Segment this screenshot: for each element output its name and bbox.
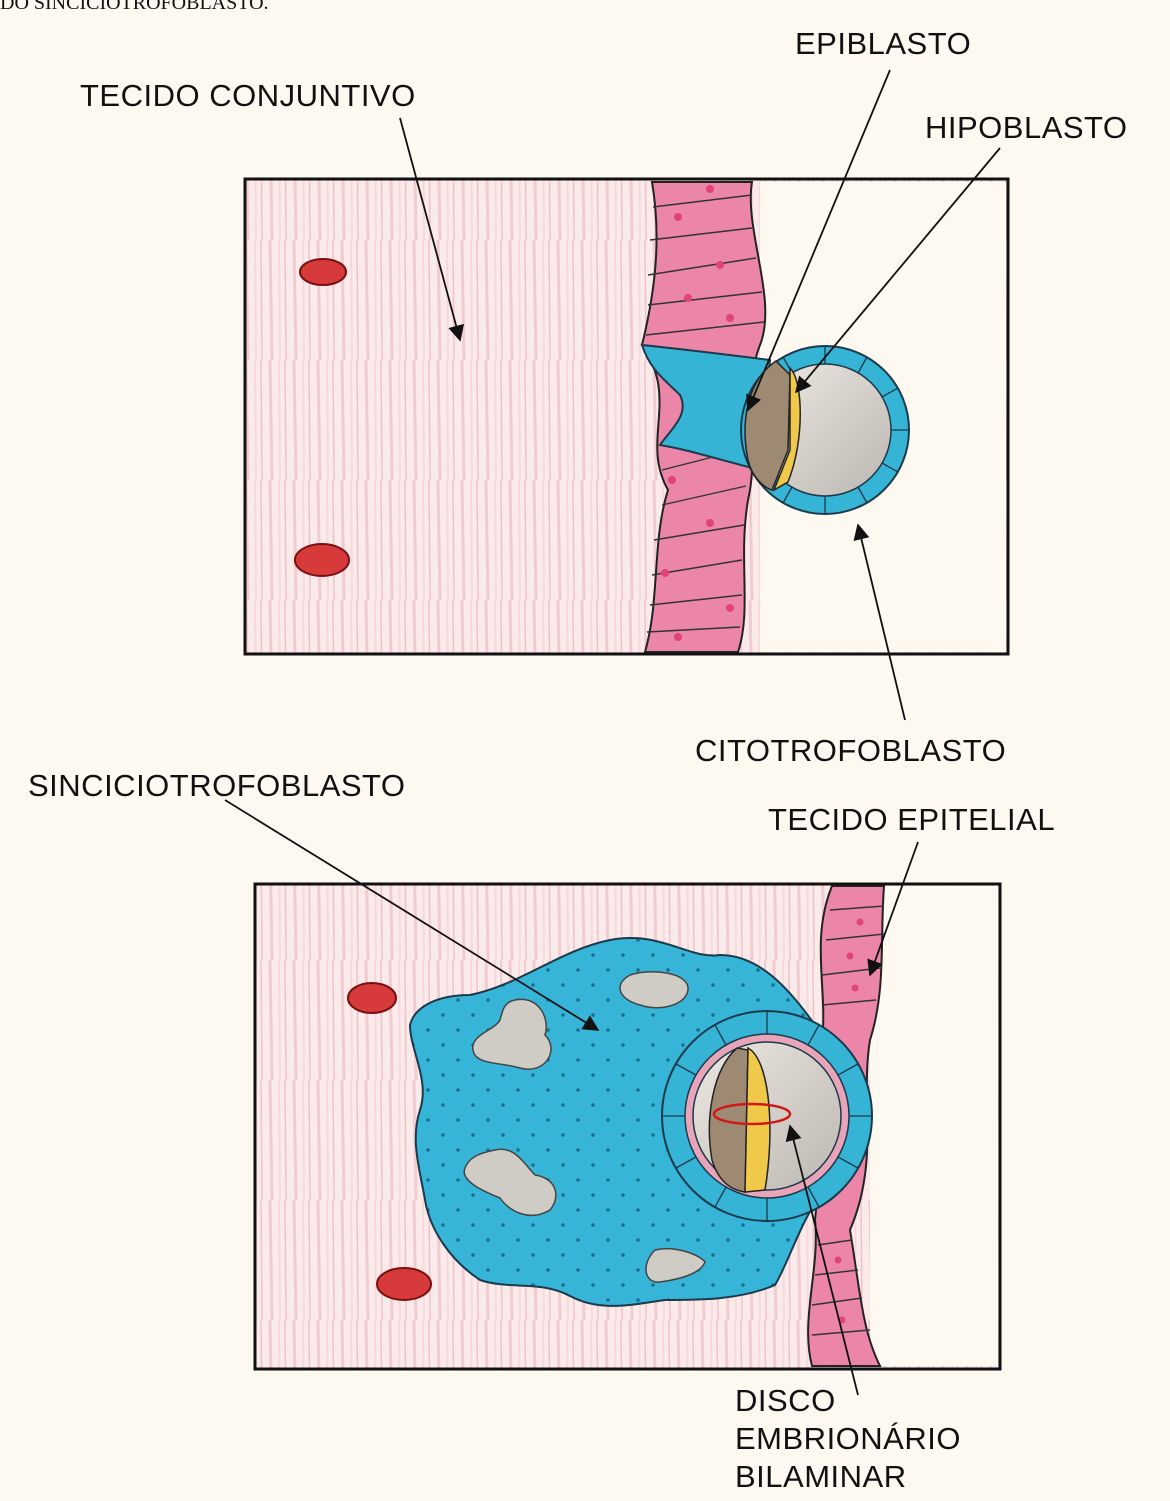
label-disco-embrionario-bilaminar: DISCO EMBRIONÁRIO BILAMINAR	[735, 1382, 961, 1495]
bottom-uterine-lumen	[870, 886, 998, 1366]
top-blood-cell-2	[295, 544, 349, 576]
label-tecido-epitelial: TECIDO EPITELIAL	[768, 802, 1055, 838]
top-panel	[245, 179, 1008, 654]
bottom-panel	[255, 884, 1000, 1369]
label-tecido-conjuntivo: TECIDO CONJUNTIVO	[80, 78, 416, 114]
label-sinciciotrofoblasto: SINCICIOTROFOBLASTO	[28, 768, 406, 804]
label-hipoblasto: HIPOBLASTO	[925, 110, 1128, 146]
top-blood-cell-1	[300, 259, 346, 285]
bottom-blood-cell-1	[348, 983, 396, 1013]
label-citotrofoblasto: CITOTROFOBLASTO	[695, 733, 1006, 769]
label-disco-line-1: DISCO	[735, 1382, 961, 1420]
label-epiblasto: EPIBLASTO	[795, 26, 971, 62]
label-disco-line-2: EMBRIONÁRIO	[735, 1420, 961, 1458]
bottom-blood-cell-2	[377, 1268, 431, 1300]
label-disco-line-3: BILAMINAR	[735, 1458, 961, 1496]
